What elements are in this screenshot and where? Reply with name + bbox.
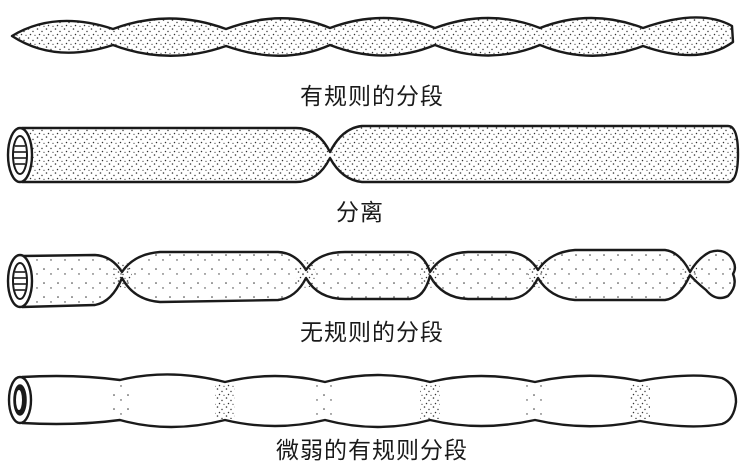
weak-segmented-tube (20, 373, 738, 429)
irregular-segmented-tube (20, 248, 737, 309)
regular-segmented-tube (10, 16, 735, 57)
caption-regular: 有规则的分段 (300, 84, 444, 110)
panel-weak: 微弱的有规则分段 (7, 373, 738, 464)
caption-irregular: 无规则的分段 (300, 320, 444, 346)
tube-lumen (12, 135, 28, 175)
panel-irregular: 无规则的分段 (6, 248, 737, 346)
tube-lumen (12, 262, 28, 300)
separated-tube (20, 124, 740, 184)
caption-weak: 微弱的有规则分段 (276, 438, 468, 464)
caption-separation: 分离 (336, 200, 384, 226)
panel-separation: 分离 (6, 124, 740, 226)
panel-regular: 有规则的分段 (10, 16, 735, 110)
